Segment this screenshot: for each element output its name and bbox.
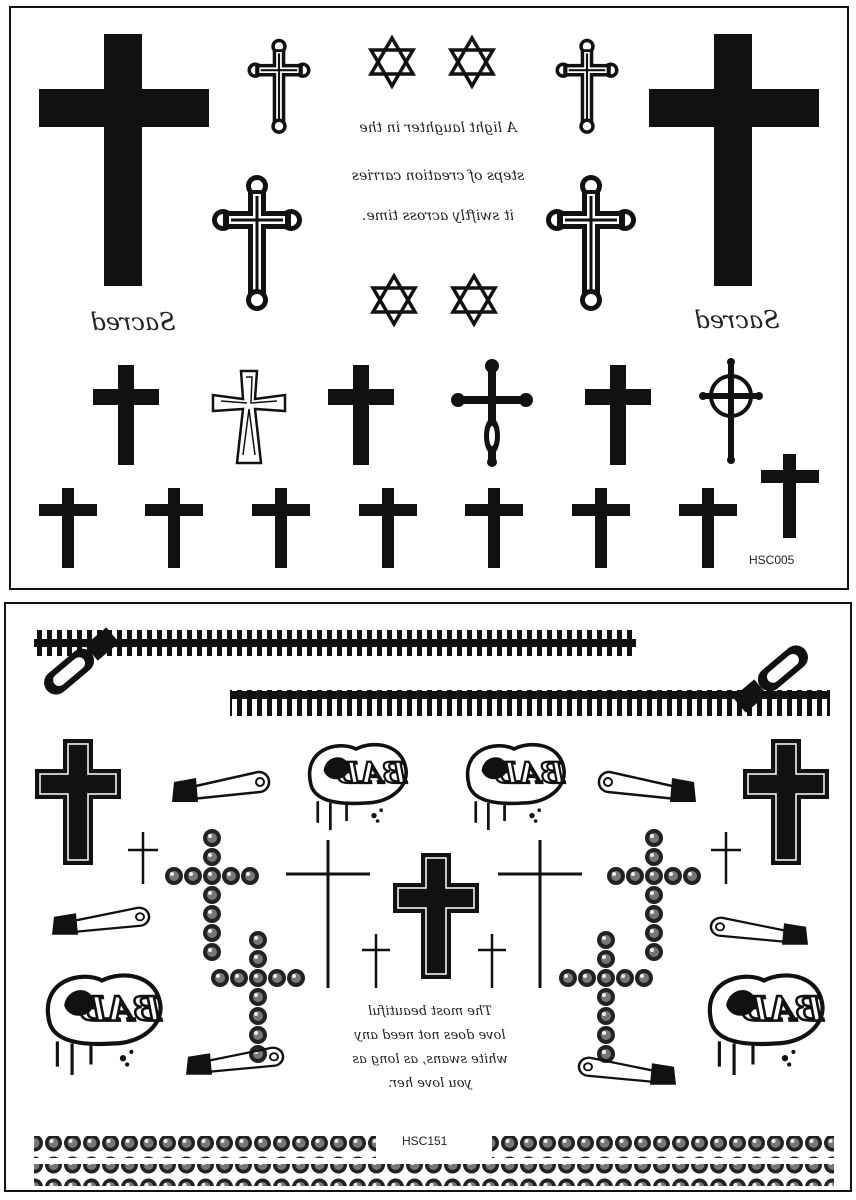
sheet-code-top: HSC005 [749, 553, 795, 567]
verse-top-line-1: A light laughter in the [359, 120, 517, 136]
thin-cross-icon [362, 934, 390, 988]
large-cross-icon-right [649, 34, 819, 286]
small-cross-icon [359, 488, 417, 568]
bab-word-art-icon [48, 975, 162, 1075]
safety-pin-icon [170, 770, 271, 804]
verse-bottom-line-2: love does not need any [354, 1028, 506, 1043]
star-of-david-icon [451, 274, 497, 326]
fleur-cross-icon [451, 359, 533, 467]
studded-cross-icon [559, 931, 653, 1063]
tattoo-sheet-bottom: BAB [4, 602, 852, 1192]
latin-cross-icon [93, 365, 159, 465]
studded-cross-icon [211, 931, 305, 1063]
thin-cross-icon [286, 840, 370, 988]
studded-cross-icon [607, 829, 701, 961]
thin-cross-icon [498, 840, 582, 988]
latin-cross-icon [328, 365, 394, 465]
verse-bottom-line-4: you love her. [388, 1076, 472, 1091]
verse-top-line-2: steps of creation carries [351, 168, 525, 184]
stud-chain-icon [34, 1136, 834, 1186]
celtic-cross-icon [699, 358, 763, 464]
zipper-icon-top [34, 627, 636, 695]
bottom-sheet-artwork: BAB [34, 627, 834, 1186]
botonnee-cross-icon [555, 38, 619, 134]
sacred-label-left: Sacred [90, 308, 176, 336]
small-cross-icon [145, 488, 203, 568]
botonnee-cross-icon [247, 38, 311, 134]
safety-pin-icon [577, 1056, 678, 1087]
thin-cross-icon [128, 832, 158, 884]
botonnee-cross-icon [212, 175, 302, 311]
sheet-code-bottom: HSC151 [402, 1134, 448, 1148]
verse-bottom-line-3: white swans, as long as [352, 1052, 508, 1067]
small-cross-icon [465, 488, 523, 568]
small-cross-icon [39, 488, 97, 568]
latin-cross-icon [585, 365, 651, 465]
botonnee-cross-icon [546, 175, 636, 311]
star-of-david-icon [449, 36, 495, 88]
safety-pin-icon [709, 916, 810, 947]
small-cross-icon [572, 488, 630, 568]
outlined-cross-icon [35, 739, 121, 865]
celtic-knot-cross-icon [211, 369, 287, 465]
bab-word-art-icon [465, 742, 568, 832]
bab-word-art-icon [710, 975, 824, 1075]
sacred-label-right: Sacred [694, 306, 780, 334]
star-of-david-icon [369, 36, 415, 88]
top-sheet-artwork [39, 34, 819, 568]
small-cross-icon [679, 488, 737, 568]
zipper-icon-bottom [230, 645, 830, 716]
safety-pin-icon [184, 1046, 285, 1077]
outlined-cross-icon [743, 739, 829, 865]
safety-pin-icon [597, 770, 698, 804]
verse-top-line-3: it swiftly across time. [361, 208, 515, 224]
tattoo-sheet-top: A light laughter in the steps of creatio… [9, 6, 849, 590]
thin-cross-icon [478, 934, 506, 988]
safety-pin-icon [50, 906, 151, 937]
outlined-cross-icon [393, 853, 479, 979]
large-cross-icon-left [39, 34, 209, 286]
thin-cross-icon [711, 832, 741, 884]
studded-cross-icon [165, 829, 259, 961]
bab-word-art-icon [307, 742, 410, 832]
star-of-david-icon [371, 274, 417, 326]
verse-bottom-line-1: The most beautiful [368, 1004, 492, 1019]
small-cross-icon [761, 454, 819, 538]
small-cross-icon [252, 488, 310, 568]
